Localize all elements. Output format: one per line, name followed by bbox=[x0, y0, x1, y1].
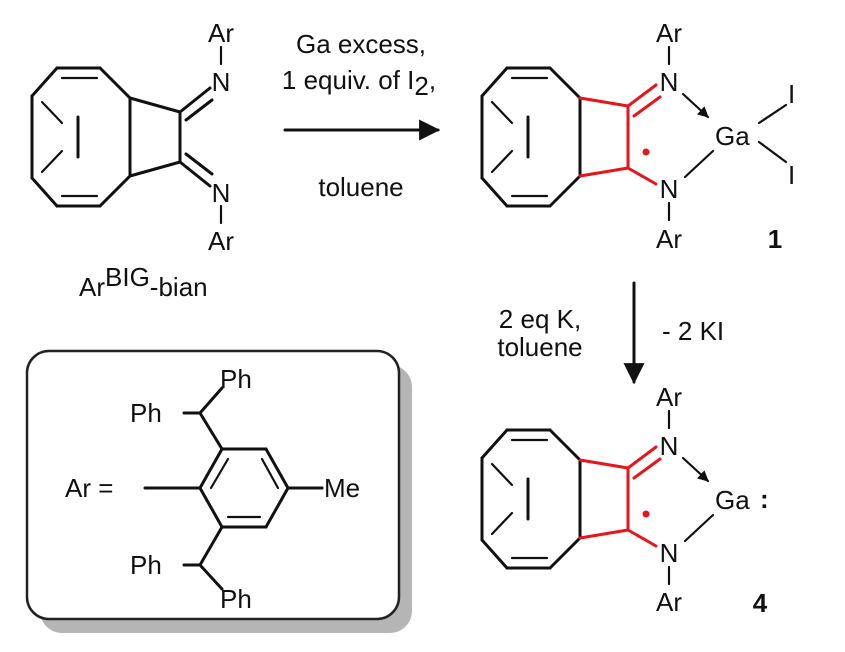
compound-1-ga: Ga bbox=[715, 121, 750, 151]
compound-1-ar-bottom: Ar bbox=[656, 224, 682, 254]
compound-1-number: 1 bbox=[768, 224, 782, 254]
compound-4-n-bottom: N bbox=[660, 538, 679, 568]
ligand-name-main: Ar bbox=[79, 272, 105, 302]
compound-4-n-top: N bbox=[660, 431, 679, 461]
step1-line2: 1 equiv. of I2, bbox=[282, 65, 436, 101]
compound-1-n-bottom: N bbox=[660, 174, 679, 204]
ligand-name-tail: -bian bbox=[150, 272, 208, 302]
compound-4-structure: Ar N N Ar Ga : 4 bbox=[480, 382, 769, 618]
ligand-diimine-bonds bbox=[128, 45, 223, 225]
step1-line2-subscript: 2 bbox=[414, 71, 428, 101]
step2-byproduct: - 2 KI bbox=[662, 316, 724, 346]
ligand-ar-top: Ar bbox=[208, 18, 234, 48]
phenyl-label-1: Ph bbox=[220, 364, 252, 394]
compound-1-dative-bond bbox=[681, 92, 710, 119]
step2-conditions: 2 eq K, toluene - 2 KI bbox=[497, 281, 724, 385]
ligand-n-top: N bbox=[212, 67, 231, 97]
ligand-structure: Ar N N Ar ArBIG-bian bbox=[30, 18, 234, 302]
methyl-label: Me bbox=[324, 473, 360, 503]
step1-solvent: toluene bbox=[318, 172, 403, 202]
compound-1-naphthalene-bonds bbox=[480, 66, 582, 208]
ar-definition-box: Ar = Me Ph Ph Ph Ph bbox=[25, 349, 412, 633]
compound-4-naphthalene-bonds bbox=[480, 428, 582, 570]
ligand-name-superscript: BIG bbox=[105, 262, 150, 292]
compound-1-radical-dot bbox=[642, 148, 650, 156]
compound-4-ar-top: Ar bbox=[656, 382, 682, 412]
compound-4-radical-dot bbox=[642, 510, 650, 518]
phenyl-label-4: Ph bbox=[220, 584, 252, 614]
step2-reagent: 2 eq K, bbox=[499, 304, 581, 334]
compound-4-lone-pair: : bbox=[760, 484, 769, 514]
ligand-n-bottom: N bbox=[212, 178, 231, 208]
compound-4-dative-bond bbox=[681, 456, 710, 483]
step1-line2-text: 1 equiv. of I bbox=[282, 65, 415, 95]
ligand-naphthalene-bonds bbox=[30, 66, 132, 208]
ar-definition-lhs: Ar = bbox=[65, 473, 113, 503]
phenyl-label-3: Ph bbox=[130, 550, 162, 580]
compound-1-radical-bonds bbox=[578, 83, 662, 186]
step1-line1: Ga excess, bbox=[296, 29, 426, 59]
compound-1-ar-top: Ar bbox=[656, 18, 682, 48]
step1-conditions: Ga excess, 1 equiv. of I2, toluene bbox=[282, 29, 441, 202]
aryl-ring-bonds bbox=[198, 447, 290, 529]
compound-4-radical-bonds bbox=[578, 445, 662, 548]
compound-1-iodine-top: I bbox=[788, 79, 795, 109]
step1-line2-comma: , bbox=[429, 65, 436, 95]
compound-4-ga: Ga bbox=[715, 485, 750, 515]
compound-4-ar-bottom: Ar bbox=[656, 587, 682, 617]
compound-1-n-top: N bbox=[660, 67, 679, 97]
compound-1-iodine-bottom: I bbox=[788, 160, 795, 190]
phenyl-label-2: Ph bbox=[130, 398, 162, 428]
step2-solvent: toluene bbox=[497, 332, 582, 362]
ligand-ar-bottom: Ar bbox=[208, 226, 234, 256]
compound-4-number: 4 bbox=[753, 588, 768, 618]
compound-1-structure: Ar N N Ar Ga I I 1 bbox=[480, 18, 795, 254]
ligand-name: ArBIG-bian bbox=[79, 262, 208, 302]
